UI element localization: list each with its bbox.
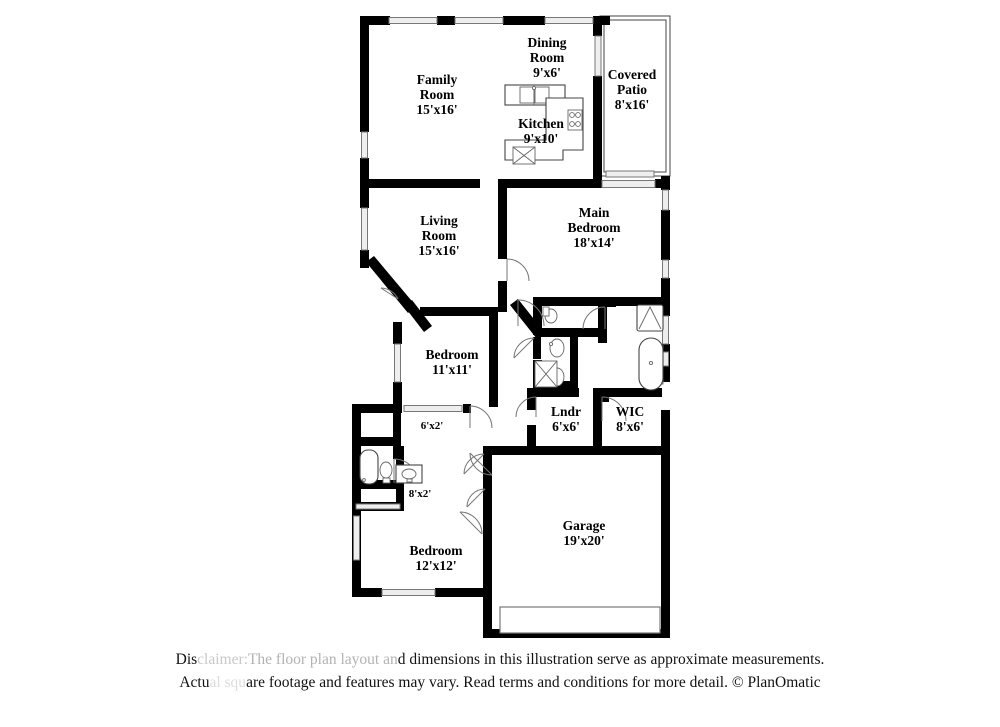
disclaimer: Disclaimer:The floor plan layout and dim… — [0, 648, 1000, 694]
room-label-closet-8x2: 8'x2' — [409, 488, 432, 500]
room-name-line-2: Room — [422, 228, 457, 243]
disclaimer-line-1: Disclaimer:The floor plan layout and dim… — [0, 648, 1000, 671]
room-name-line-1: WIC — [616, 404, 645, 419]
room-label-family-room: Family Room 15'x16' — [416, 72, 457, 117]
room-label-dining-room: Dining Room 9'x6' — [527, 35, 566, 80]
room-name-line-1: Dining — [527, 35, 566, 50]
room-label-kitchen: Kitchen 9'x10' — [518, 116, 564, 146]
room-dimensions: 6'x2' — [421, 420, 444, 432]
room-dimensions: 8'x16' — [615, 97, 650, 112]
room-name-line-2: Room — [420, 87, 455, 102]
room-dimensions: 11'x11' — [432, 362, 472, 377]
room-name-line-1: Garage — [563, 518, 606, 533]
door-swings — [380, 258, 627, 535]
disclaimer-line2-tail: are footage and features may vary. Read … — [246, 674, 821, 691]
room-dimensions: 15'x16' — [416, 102, 457, 117]
room-name-line-1: Family — [417, 72, 458, 87]
room-dimensions: 8'x2' — [409, 488, 432, 500]
room-dimensions: 9'x6' — [533, 65, 561, 80]
room-name-line-2: Patio — [617, 82, 647, 97]
disclaimer-line2-faded-a: al squ — [209, 674, 247, 691]
room-label-main-bedroom: Main Bedroom 18'x14' — [568, 205, 622, 250]
room-label-laundry: Lndr 6'x6' — [551, 404, 581, 434]
disclaimer-line1-visible: Dis — [175, 651, 198, 668]
room-dimensions: 12'x12' — [415, 558, 456, 573]
room-labels: Family Room 15'x16' Dining Room 9'x6' Co… — [409, 35, 657, 573]
disclaimer-line2-visible: Actu — [179, 674, 210, 691]
room-name-line-1: Bedroom — [410, 543, 464, 558]
room-dimensions: 6'x6' — [552, 419, 580, 434]
room-name-line-2: Room — [530, 50, 565, 65]
room-label-garage: Garage 19'x20' — [563, 518, 606, 548]
room-dimensions: 19'x20' — [563, 533, 604, 548]
disclaimer-line1-tail: d dimensions in this illustration serve … — [397, 651, 825, 668]
room-dimensions: 18'x14' — [573, 235, 614, 250]
disclaimer-line1-faded-b: The floor plan layout an — [247, 651, 398, 668]
room-dimensions: 15'x16' — [418, 243, 459, 258]
fixtures — [359, 84, 664, 634]
room-name-line-1: Main — [579, 205, 610, 220]
room-label-wic: WIC 8'x6' — [616, 404, 645, 434]
room-name-line-1: Kitchen — [518, 116, 564, 131]
room-dimensions: 9'x10' — [524, 131, 559, 146]
disclaimer-line1-faded-a: claimer: — [197, 651, 248, 668]
room-label-closet-6x2: 6'x2' — [421, 420, 444, 432]
room-name-line-1: Covered — [608, 67, 657, 82]
room-label-bedroom-2: Bedroom 11'x11' — [426, 347, 480, 377]
room-label-living-room: Living Room 15'x16' — [418, 213, 459, 258]
room-label-bedroom-3: Bedroom 12'x12' — [410, 543, 464, 573]
room-label-covered-patio: Covered Patio 8'x16' — [608, 67, 657, 112]
disclaimer-line-2: Actual square footage and features may v… — [0, 671, 1000, 694]
room-name-line-2: Bedroom — [568, 220, 622, 235]
room-name-line-1: Living — [420, 213, 458, 228]
room-name-line-1: Bedroom — [426, 347, 480, 362]
windows — [353, 17, 669, 596]
room-name-line-1: Lndr — [551, 404, 581, 419]
room-dimensions: 8'x6' — [616, 419, 644, 434]
